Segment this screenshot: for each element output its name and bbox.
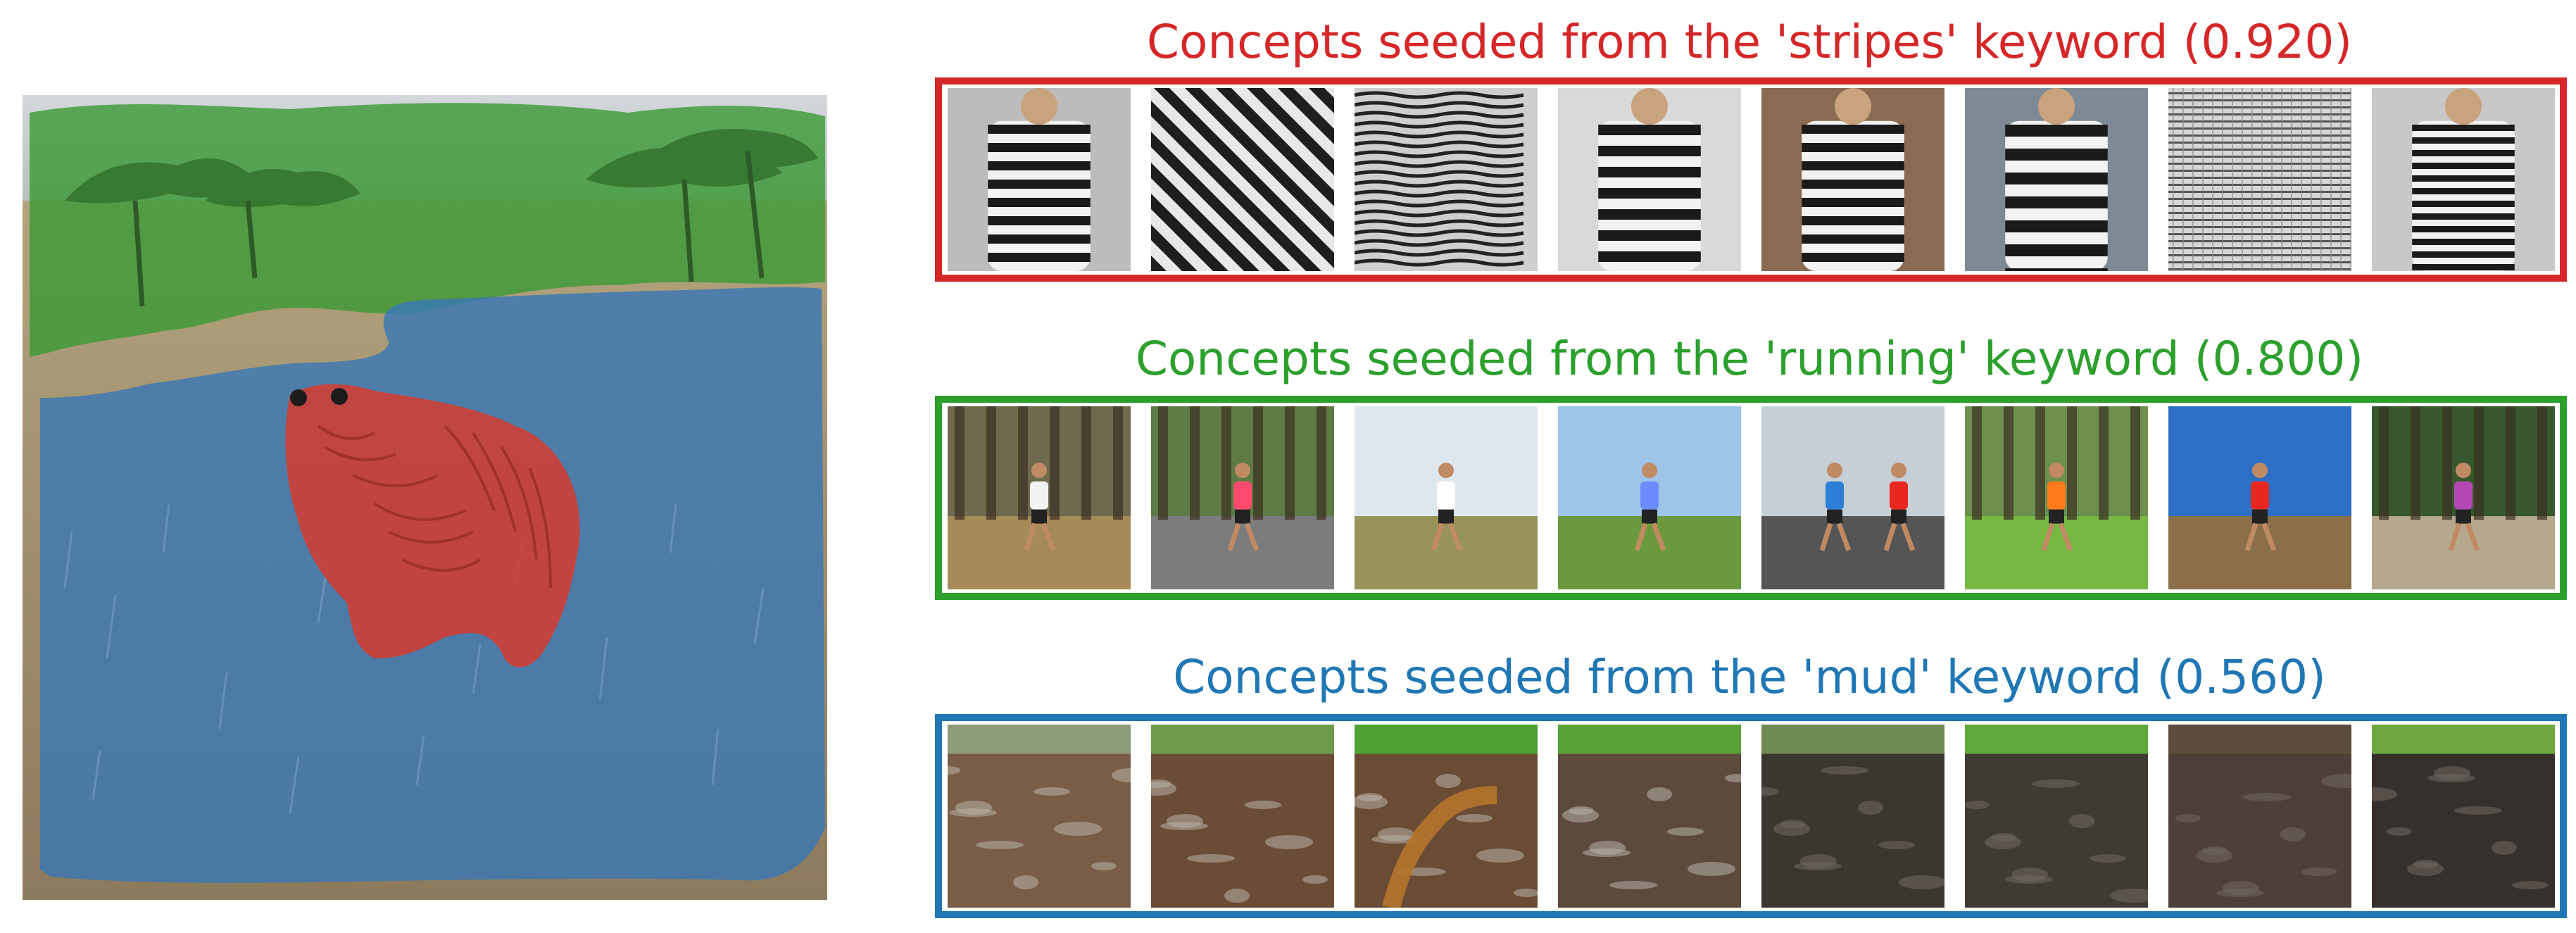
concept-thumbnail-runner-trail bbox=[2372, 406, 2555, 589]
concept-thumbnail-runner-sky bbox=[2168, 406, 2351, 589]
concept-thumbnail-dark-mud bbox=[1761, 725, 1944, 908]
concept-thumbnail-striped-skirt bbox=[1965, 88, 2148, 271]
concept-thumbnail-dry-mud bbox=[2168, 725, 2351, 908]
segmented-zebra-scene bbox=[23, 95, 827, 900]
concept-thumbnail-mud-stream bbox=[1355, 725, 1538, 908]
concept-thumbnail-striped-sweater bbox=[948, 88, 1131, 271]
concept-thumbnail-striped-dress bbox=[1761, 88, 1944, 271]
thumbnail-row bbox=[948, 725, 2555, 908]
concept-thumbnail-striped-fabric bbox=[2168, 88, 2351, 271]
concept-thumbnail-mud-puddles bbox=[948, 725, 1131, 908]
running-panel-title: Concepts seeded from the 'running' keywo… bbox=[1135, 332, 2364, 386]
concept-thumbnail-mud-splash bbox=[2372, 725, 2555, 908]
concept-thumbnail-mud-tracks bbox=[1558, 725, 1741, 908]
stripes-panel-title: Concepts seeded from the 'stripes' keywo… bbox=[1146, 15, 2353, 69]
stripes-concept-strip bbox=[935, 77, 2567, 282]
zebra-ear-right bbox=[331, 388, 348, 405]
concept-thumbnail-two-runners bbox=[1761, 406, 1944, 589]
thumbnail-row bbox=[948, 406, 2555, 589]
concept-thumbnail-runner-forest bbox=[948, 406, 1131, 589]
concept-thumbnail-diagonal-stripes bbox=[1151, 88, 1334, 271]
concept-thumbnail-mud-rut bbox=[1965, 725, 2148, 908]
zebra-ear bbox=[290, 389, 307, 406]
mud-panel-title: Concepts seeded from the 'mud' keyword (… bbox=[1173, 650, 2326, 704]
concept-thumbnail-wavy-stripes bbox=[1355, 88, 1538, 271]
zebra-segment-mask bbox=[285, 384, 580, 668]
concept-thumbnail-runner-field bbox=[1355, 406, 1538, 589]
running-concept-strip bbox=[935, 396, 2567, 600]
concept-thumbnail-mud-field bbox=[1151, 725, 1334, 908]
mud-concept-strip bbox=[935, 714, 2567, 918]
concept-thumbnail-striped-outfit bbox=[1558, 88, 1741, 271]
concept-thumbnail-striped-top bbox=[2372, 88, 2555, 271]
concept-thumbnail-runner-park-path bbox=[1965, 406, 2148, 589]
concept-thumbnail-runner-road bbox=[1151, 406, 1334, 589]
thumbnail-row bbox=[948, 88, 2555, 271]
concept-thumbnail-runner-grass bbox=[1558, 406, 1741, 589]
